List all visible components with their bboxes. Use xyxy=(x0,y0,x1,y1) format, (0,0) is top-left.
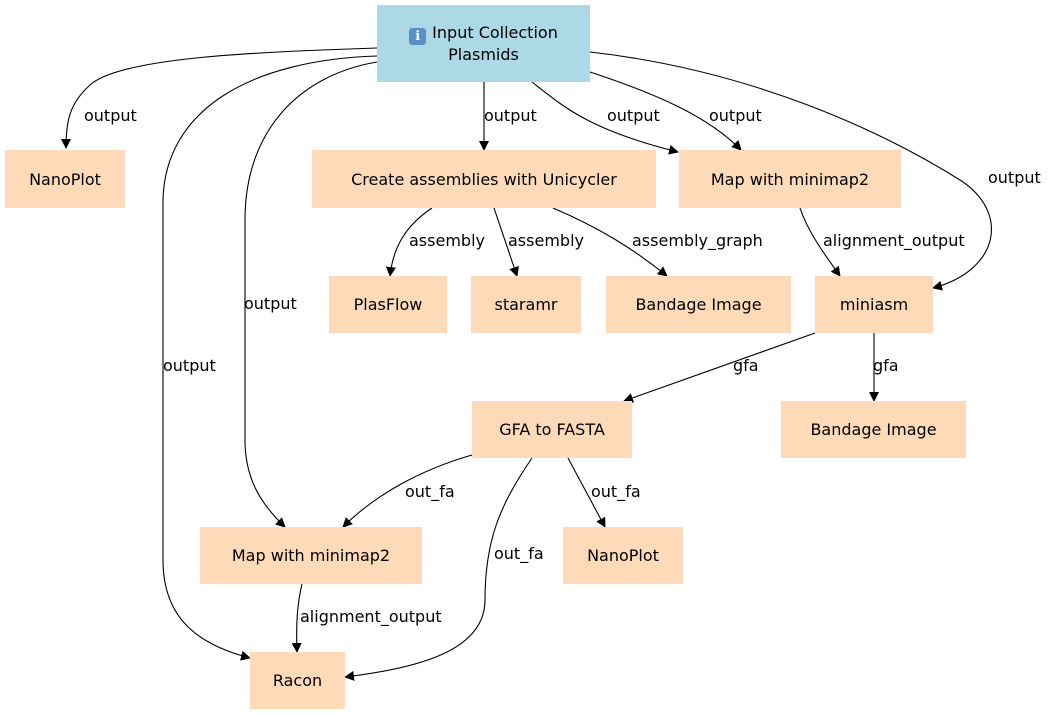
node-label: Map with minimap2 xyxy=(710,169,870,189)
node-nanoplot-top[interactable]: NanoPlot xyxy=(5,150,125,208)
edge-gfa-racon xyxy=(344,457,533,681)
node-label: Map with minimap2 xyxy=(231,546,391,565)
node-label: Bandage Image xyxy=(810,420,937,439)
node-bandage-image-1[interactable]: Bandage Image xyxy=(606,276,791,333)
edge-gfa-nanoplot xyxy=(567,457,606,528)
node-staramr[interactable]: staramr xyxy=(471,276,581,333)
edge-label-input-unicycler: output xyxy=(484,106,537,125)
edge-label-input-minimap2-a: output xyxy=(607,106,660,125)
node-nanoplot-bottom[interactable]: NanoPlot xyxy=(563,527,683,584)
node-minimap2-top[interactable]: Map with minimap2 xyxy=(679,150,901,208)
info-icon: i xyxy=(409,28,427,45)
edge-label-input-nanoplot: output xyxy=(84,106,137,125)
edge-unicycler-staramr xyxy=(493,207,519,277)
edge-label-unicycler-plasflow: assembly xyxy=(409,231,485,250)
node-label: Racon xyxy=(272,671,323,690)
edge-label-unicycler-staramr: assembly xyxy=(508,231,584,250)
node-miniasm[interactable]: miniasm xyxy=(815,276,933,333)
edge-label-input-minimap2-bottom: output xyxy=(244,294,297,313)
node-unicycler[interactable]: Create assemblies with Unicycler xyxy=(312,150,656,208)
node-bandage-image-2[interactable]: Bandage Image xyxy=(781,401,966,458)
node-label: staramr xyxy=(494,295,558,314)
edge-unicycler-bandage xyxy=(552,207,668,277)
edge-gfa-minimap2 xyxy=(342,454,473,528)
node-label: Create assemblies with Unicycler xyxy=(351,169,617,189)
edge-label-input-racon: output xyxy=(163,356,216,375)
edge-label-minimap2b-racon: alignment_output xyxy=(300,607,442,626)
edge-minimap2b-racon xyxy=(291,583,303,653)
edge-unicycler-plasflow xyxy=(385,207,433,277)
node-gfa-to-fasta[interactable]: GFA to FASTA xyxy=(472,401,632,458)
edge-miniasm-gfa2fasta xyxy=(623,332,816,403)
node-plasflow[interactable]: PlasFlow xyxy=(329,276,447,333)
edge-label-gfa-nanoplot: out_fa xyxy=(591,482,641,501)
node-label: Bandage Image xyxy=(635,295,762,314)
edge-label-input-miniasm: output xyxy=(988,168,1041,187)
edge-input-minimap2-b xyxy=(589,71,742,151)
node-label: NanoPlot xyxy=(29,169,101,189)
edge-minimap2-miniasm xyxy=(799,207,841,277)
node-label: GFA to FASTA xyxy=(499,420,605,439)
edge-input-racon xyxy=(162,55,378,661)
edge-input-minimap2-a xyxy=(531,81,679,155)
edge-input-miniasm xyxy=(589,51,993,291)
node-label: NanoPlot xyxy=(587,546,659,565)
edge-label-gfa-minimap2: out_fa xyxy=(405,482,455,501)
edge-label-miniasm-gfa2fasta: gfa xyxy=(733,356,759,375)
node-label: PlasFlow xyxy=(353,295,423,314)
edge-label-miniasm-bandage: gfa xyxy=(873,356,899,375)
input-node-title: Input Collection xyxy=(432,23,558,42)
input-node-subtitle: Plasmids xyxy=(448,45,519,64)
node-racon[interactable]: Racon xyxy=(250,652,345,709)
input-collection-node[interactable]: i Input Collection Plasmids xyxy=(377,5,590,82)
edge-label-input-minimap2-b: output xyxy=(709,106,762,125)
node-minimap2-bottom[interactable]: Map with minimap2 xyxy=(200,527,422,584)
edge-label-unicycler-bandage: assembly_graph xyxy=(632,231,763,250)
edge-label-minimap2-miniasm: alignment_output xyxy=(823,231,965,250)
node-label: miniasm xyxy=(839,295,909,314)
edge-label-gfa-racon: out_fa xyxy=(494,544,544,563)
edge-input-nanoplot xyxy=(61,47,378,149)
edge-input-minimap2-bottom xyxy=(244,61,378,528)
